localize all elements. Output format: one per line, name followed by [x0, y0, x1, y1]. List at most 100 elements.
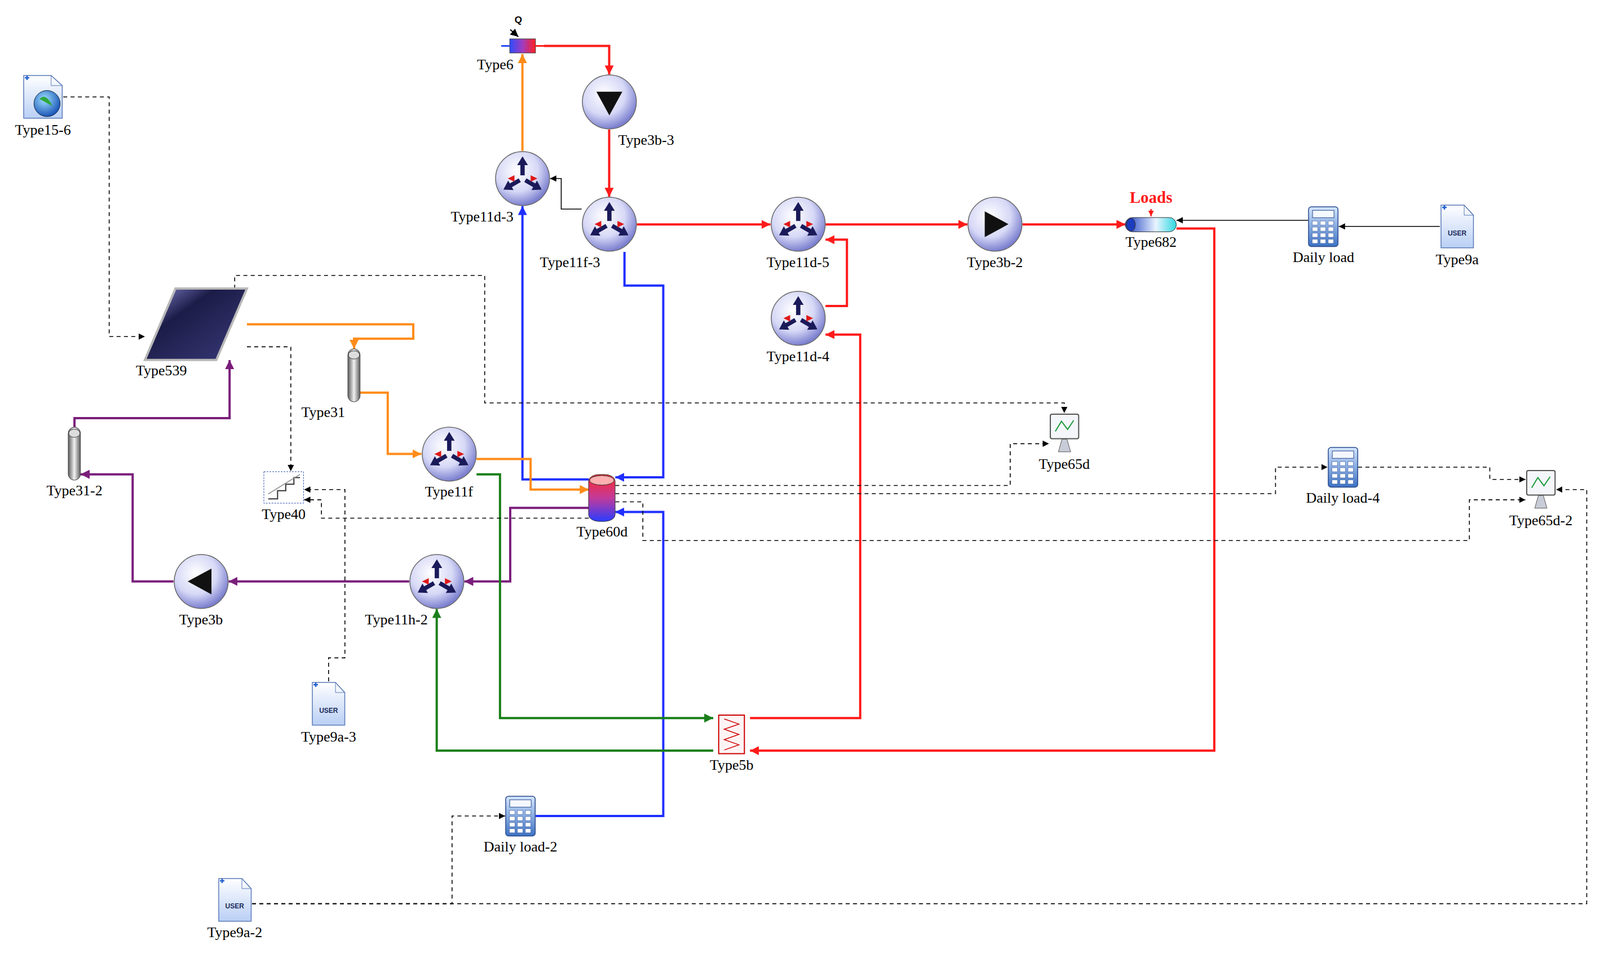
icon-part: [582, 74, 637, 130]
annotation: Loads: [1129, 188, 1173, 207]
component: Type3b-3: [581, 74, 638, 130]
icon-part: [1312, 239, 1319, 243]
component-label: Type11d-3: [449, 208, 515, 226]
icon-part: [263, 471, 304, 504]
component: Type9a: [1439, 204, 1475, 250]
icon-part: [1312, 232, 1319, 237]
icon-part: [509, 828, 516, 833]
signal-link: [246, 346, 291, 472]
icon-part: [1331, 467, 1338, 472]
component-icon: [217, 877, 253, 923]
icon-part: [509, 816, 516, 821]
component: Type15-6: [22, 74, 64, 120]
icon-part: [495, 151, 550, 206]
component: Type9a-2: [217, 877, 253, 923]
component-label: Type15-6: [13, 121, 72, 139]
icon-part: [451, 455, 462, 462]
icon-part: [348, 351, 360, 360]
pipe-connector: [1338, 226, 1440, 228]
icon-part: [1464, 205, 1474, 216]
icon-part: [509, 38, 536, 53]
component: Type11d-4: [770, 290, 826, 347]
icon-part: [1320, 239, 1327, 243]
icon-part: [1328, 232, 1334, 237]
component-label: Type31-2: [45, 482, 104, 500]
pipe-connector: [825, 223, 968, 226]
icon-part: [1320, 221, 1327, 225]
icon-part: [800, 320, 811, 326]
icon-part: [590, 226, 601, 237]
component-label: Daily load-2: [482, 838, 559, 856]
component-icon: [494, 151, 551, 207]
icon-part: [1526, 470, 1555, 495]
icon-part: [525, 810, 532, 815]
component-icon: [1525, 469, 1557, 511]
component-label: Type9a: [1434, 251, 1480, 269]
icon-part: [144, 288, 247, 361]
icon-part: [1339, 467, 1346, 472]
icon-part: [588, 474, 616, 522]
pipes: [63, 45, 1587, 904]
component: Type31-2: [68, 427, 81, 481]
icon-part: [525, 180, 536, 187]
component-label: Type3b-2: [965, 254, 1024, 272]
signal-link: [303, 500, 589, 519]
component-icon: [68, 427, 81, 481]
icon-part: [1331, 479, 1338, 484]
icon-part: [505, 796, 536, 837]
pipe-connector: [436, 609, 714, 752]
icon-part: [1308, 206, 1338, 247]
icon-part: [1054, 420, 1074, 432]
icon-part: [417, 583, 428, 594]
component-icon: [713, 714, 750, 755]
component: Type11f-3: [581, 196, 638, 253]
component-icon: [263, 471, 304, 505]
component-label: Type11f-3: [538, 254, 602, 272]
component-label: Type9a-2: [205, 924, 264, 942]
icon-part: [1328, 239, 1334, 243]
component-icon: [1327, 447, 1359, 488]
icon-part: [517, 816, 524, 821]
pipe-connector: [521, 54, 524, 152]
component-icon: [770, 290, 826, 347]
component-label: Type65d: [1037, 456, 1091, 474]
component: Type60d: [588, 474, 616, 522]
icon-part: [268, 478, 300, 500]
pipe-connector: [608, 129, 611, 197]
icon-part: [68, 427, 81, 481]
icon-part: [312, 682, 346, 726]
icon-part: [268, 474, 300, 495]
component-label: Type40: [260, 506, 307, 524]
component-label: Type9a-3: [299, 728, 358, 746]
icon-part: [434, 566, 440, 579]
component-icon: [581, 196, 638, 253]
icon-part: [23, 75, 63, 119]
icon-part: [594, 221, 601, 228]
component-icon: [1439, 204, 1475, 250]
icon-part: [187, 568, 212, 595]
icon-part: [241, 878, 251, 890]
annotation: Q: [514, 15, 523, 26]
pipe-connector: [1176, 219, 1309, 222]
pipe-connector: [636, 223, 771, 226]
icon-part: [1347, 467, 1354, 472]
icon-part: [1339, 461, 1346, 466]
icon-part: [439, 583, 450, 590]
pipe-connector: [544, 45, 610, 75]
icon-text: USER: [319, 707, 338, 715]
icon-part: [431, 559, 443, 568]
icon-part: [1126, 218, 1136, 232]
icon-part: [1328, 447, 1358, 488]
icon-part: [1531, 476, 1551, 489]
component: Type9a-3: [311, 681, 347, 727]
component-icon: [22, 74, 64, 120]
icon-part: [335, 682, 345, 693]
icon-part: [517, 823, 524, 828]
icon-part: [771, 291, 826, 346]
signal-link: [615, 500, 1526, 541]
icon-part: [806, 320, 817, 330]
icon-part: [509, 180, 520, 187]
component: Type3b: [173, 554, 229, 610]
icon-part: [1339, 474, 1346, 479]
component-icon: [409, 554, 465, 610]
